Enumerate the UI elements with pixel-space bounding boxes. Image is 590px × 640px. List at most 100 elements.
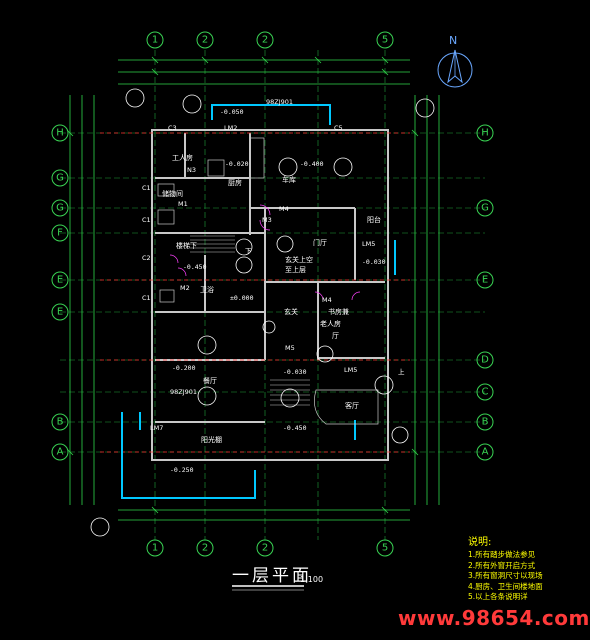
axis-label-right-d: D — [481, 355, 489, 366]
axis-label-right-c: C — [482, 387, 489, 398]
axis-label-bottom-3: 2 — [262, 543, 268, 554]
notes-heading: 说明: — [468, 537, 492, 548]
room-sunroom: 阳台 — [367, 215, 381, 224]
north-arrow-icon — [437, 49, 473, 88]
tag-lm5b: LM5 — [344, 366, 357, 374]
void-note-2: 至上层 — [285, 265, 306, 274]
watermark: www.98654.com — [398, 606, 590, 630]
door-swings — [169, 204, 361, 301]
level-kitchen: -0.020 — [225, 160, 249, 168]
tag-c1a: C1 — [142, 184, 151, 192]
tag-m4: M4 — [279, 205, 289, 213]
level-garage: -0.400 — [300, 160, 324, 168]
tag-lm7: LM7 — [150, 424, 163, 432]
axis-label-top-4: 5 — [382, 35, 388, 46]
left-axis-bubbles — [51, 124, 69, 461]
section-lines — [100, 132, 410, 453]
detail-markers — [182, 94, 394, 408]
axis-label-top-1: 1 — [152, 35, 158, 46]
room-storage: 储物间 — [162, 189, 183, 198]
tag-down: 下 — [245, 247, 252, 255]
room-bathroom: 卫浴 — [200, 285, 214, 294]
axis-label-left-b: B — [57, 417, 64, 428]
tag-c5: C5 — [334, 124, 343, 132]
axis-label-bottom-1: 1 — [152, 543, 158, 554]
tag-m1: M1 — [178, 200, 188, 208]
tag-c2: C2 — [142, 254, 151, 262]
tag-m3: M3 — [262, 216, 272, 224]
void-note-1: 玄关上空 — [285, 255, 313, 264]
title-underline — [232, 585, 304, 591]
axis-label-right-b: B — [482, 417, 489, 428]
tag-n3: N3 — [187, 166, 196, 174]
note-item: 4.厨房、卫生间楼地面 — [468, 581, 543, 591]
level-living: -0.200 — [172, 364, 196, 372]
room-study-1: 书房兼 — [328, 307, 349, 316]
drawing-canvas: { "drawing": { "title": "一层平面", "scale":… — [51, 31, 590, 630]
north-label: N — [449, 34, 458, 47]
tag-up: 上 — [398, 367, 405, 376]
level-entry: -0.030 — [283, 368, 307, 376]
room-garage: 车库 — [282, 175, 296, 184]
ref-top: 98ZJ901 — [266, 98, 293, 106]
top-axis-bubbles — [146, 31, 394, 557]
fixtures — [157, 137, 379, 425]
plan-title: 一层平面 — [232, 566, 312, 586]
level-top-door: -0.050 — [220, 108, 244, 116]
notes-block: 说明: 1.所有踏步做法参见 2.所有外窗开启方式 3.所有窗洞尺寸以现场 4.… — [468, 536, 543, 603]
room-worker: 工人房 — [172, 153, 193, 162]
dimension-ticks — [66, 56, 419, 514]
room-bedroom: 客厅 — [345, 401, 359, 410]
tag-c1c: C1 — [142, 294, 151, 302]
level-terrace-front: -0.450 — [283, 424, 307, 432]
axis-label-left-h: H — [56, 128, 64, 139]
axis-label-left-a: A — [57, 447, 64, 458]
axis-label-left-e1: E — [57, 275, 63, 286]
axis-label-right-a: A — [482, 447, 489, 458]
tag-c3: C3 — [168, 124, 177, 132]
axis-label-left-f: F — [57, 228, 63, 239]
ref-dining: 98ZJ901 — [170, 388, 197, 396]
tag-m5: M5 — [285, 344, 295, 352]
level-stair-left: -0.450 — [183, 263, 207, 271]
room-study-2: 老人房 — [320, 319, 341, 328]
axis-grid — [60, 50, 485, 540]
room-kitchen: 厨房 — [228, 178, 242, 187]
axis-label-left-e2: E — [57, 307, 63, 318]
note-item: 2.所有外窗开启方式 — [468, 560, 536, 570]
level-south: -0.250 — [170, 466, 194, 474]
title-block: 一层平面 — [232, 561, 312, 591]
note-item: 5.以上各条说明详 — [468, 592, 528, 602]
room-terrace: 阳光棚 — [201, 435, 222, 444]
axis-label-left-g2: G — [56, 203, 64, 214]
note-item: 1.所有踏步做法参见 — [468, 550, 536, 559]
level-mid: ±0.000 — [230, 294, 254, 302]
room-study-3: 厅 — [332, 332, 339, 340]
drainage-lines — [121, 104, 396, 499]
axis-label-top-2: 2 — [202, 35, 208, 46]
axis-label-right-g: G — [481, 203, 489, 214]
room-foyer: 门厅 — [313, 238, 327, 247]
outer-markers — [90, 88, 435, 537]
axis-label-right-e: E — [482, 275, 488, 286]
plan-scale: 1:100 — [300, 575, 324, 584]
right-axis-bubbles — [476, 124, 494, 461]
tag-c1b: C1 — [142, 216, 151, 224]
room-entrance: 玄关 — [284, 307, 298, 316]
axis-label-bottom-2: 2 — [202, 543, 208, 554]
axis-label-top-3: 2 — [262, 35, 268, 46]
stair — [190, 235, 310, 406]
axis-label-bottom-4: 5 — [382, 543, 388, 554]
level-right-mid: -0.030 — [362, 258, 386, 266]
axis-label-right-h: H — [481, 128, 489, 139]
tag-lm5: LM5 — [362, 240, 375, 248]
floor-plan-svg: 1 2 2 5 1 2 2 5 H G G F E E B A H G E D … — [51, 31, 494, 557]
axis-label-left-g1: G — [56, 173, 64, 184]
walls — [151, 129, 389, 461]
note-item: 3.所有窗洞尺寸以现场 — [468, 571, 543, 581]
tag-m2: M2 — [180, 284, 190, 292]
tag-m4b: M4 — [322, 296, 332, 304]
tag-lm2: LM2 — [224, 124, 237, 132]
dimension-lines — [69, 59, 440, 521]
room-stair-storage: 楼梯下 — [176, 241, 197, 250]
